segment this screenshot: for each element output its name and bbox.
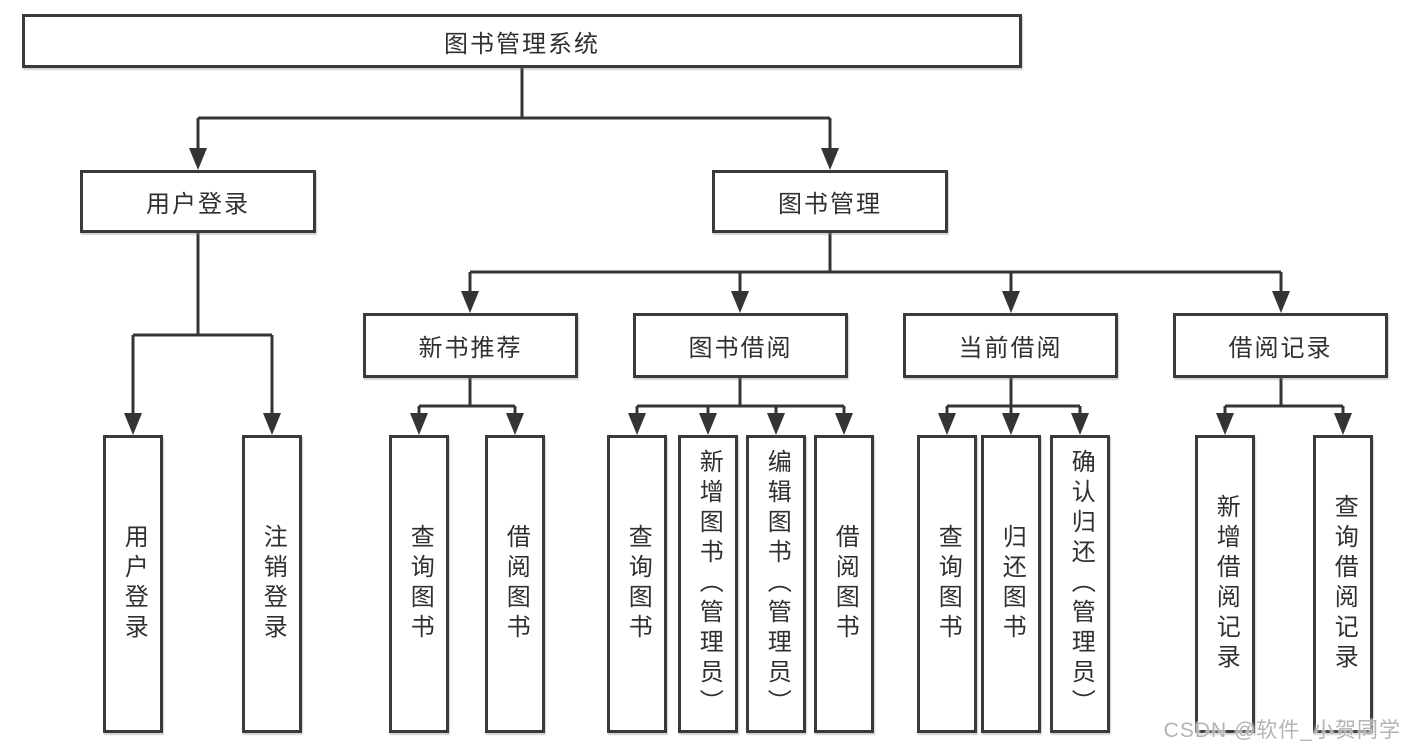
node-query-books-recommend-label: 查询图书 xyxy=(406,524,434,644)
arrow-down-icon xyxy=(1334,413,1352,435)
node-book-management: 图书管理 xyxy=(712,170,948,233)
node-query-books-borrowing-label: 查询图书 xyxy=(624,524,652,644)
node-query-books-current: 查询图书 xyxy=(917,435,977,733)
node-query-borrow-record: 查询借阅记录 xyxy=(1313,435,1373,733)
node-user-login-leaf: 用户登录 xyxy=(103,435,163,733)
node-system-root: 图书管理系统 xyxy=(22,14,1022,68)
node-user-login-branch: 用户登录 xyxy=(80,170,316,233)
node-borrow-books-recommend: 借阅图书 xyxy=(485,435,545,733)
arrow-down-icon xyxy=(699,413,717,435)
node-user-login-branch-label: 用户登录 xyxy=(146,191,250,218)
node-add-book-admin: 新增图书（管理员） xyxy=(678,435,738,733)
node-borrow-records: 借阅记录 xyxy=(1173,313,1388,378)
connector-book-borrow-to-children xyxy=(635,378,846,417)
node-book-borrowing-label: 图书借阅 xyxy=(688,335,793,362)
node-new-book-recommend: 新书推荐 xyxy=(363,313,578,378)
node-add-borrow-record-label: 新增借阅记录 xyxy=(1212,494,1240,674)
node-query-books-recommend: 查询图书 xyxy=(389,435,449,733)
connector-current-borrow-to-children xyxy=(945,378,1082,417)
connector-new-book-to-children xyxy=(417,378,517,417)
node-book-management-label: 图书管理 xyxy=(778,191,882,218)
node-borrow-records-label: 借阅记录 xyxy=(1228,335,1333,362)
arrow-down-icon xyxy=(1216,413,1234,435)
connector-user-login-to-children xyxy=(131,233,274,417)
arrowheads xyxy=(124,148,1352,435)
arrow-down-icon xyxy=(731,291,749,313)
node-add-book-admin-label: 新增图书（管理员） xyxy=(695,449,723,719)
arrow-down-icon xyxy=(506,413,524,435)
node-current-borrowing: 当前借阅 xyxy=(903,313,1118,378)
node-edit-book-admin: 编辑图书（管理员） xyxy=(746,435,806,733)
node-edit-book-admin-label: 编辑图书（管理员） xyxy=(763,449,791,719)
node-borrow-books-recommend-label: 借阅图书 xyxy=(502,524,530,644)
connector-root-to-level1 xyxy=(196,68,832,152)
watermark-text: CSDN @软件_小贺同学 xyxy=(1163,719,1401,742)
arrow-down-icon xyxy=(124,413,142,435)
arrow-down-icon xyxy=(1071,413,1089,435)
arrow-down-icon xyxy=(263,413,281,435)
arrow-down-icon xyxy=(1002,413,1020,435)
node-add-borrow-record: 新增借阅记录 xyxy=(1195,435,1255,733)
connector-lines xyxy=(131,68,1345,417)
arrow-down-icon xyxy=(938,413,956,435)
arrow-down-icon xyxy=(628,413,646,435)
arrow-down-icon xyxy=(189,148,207,170)
arrow-down-icon xyxy=(1002,291,1020,313)
node-query-books-current-label: 查询图书 xyxy=(934,524,962,644)
arrow-down-icon xyxy=(767,413,785,435)
node-query-books-borrowing: 查询图书 xyxy=(607,435,667,733)
arrow-down-icon xyxy=(835,413,853,435)
connector-borrow-record-to-children xyxy=(1223,378,1345,417)
connector-book-mgmt-to-level2 xyxy=(468,233,1283,295)
node-logout-leaf: 注销登录 xyxy=(242,435,302,733)
node-query-borrow-record-label: 查询借阅记录 xyxy=(1330,494,1358,674)
node-borrow-books-borrowing: 借阅图书 xyxy=(814,435,874,733)
node-confirm-return-admin-label: 确认归还（管理员） xyxy=(1067,449,1095,719)
node-return-book: 归还图书 xyxy=(981,435,1041,733)
arrow-down-icon xyxy=(410,413,428,435)
node-new-book-recommend-label: 新书推荐 xyxy=(418,335,523,362)
node-return-book-label: 归还图书 xyxy=(998,524,1026,644)
node-current-borrowing-label: 当前借阅 xyxy=(958,335,1063,362)
node-logout-leaf-label: 注销登录 xyxy=(259,524,287,644)
arrow-down-icon xyxy=(1272,291,1290,313)
node-book-borrowing: 图书借阅 xyxy=(633,313,848,378)
arrow-down-icon xyxy=(821,148,839,170)
node-confirm-return-admin: 确认归还（管理员） xyxy=(1050,435,1110,733)
node-borrow-books-borrowing-label: 借阅图书 xyxy=(831,524,859,644)
node-system-root-label: 图书管理系统 xyxy=(444,30,600,58)
arrow-down-icon xyxy=(461,291,479,313)
node-user-login-leaf-label: 用户登录 xyxy=(120,524,148,644)
